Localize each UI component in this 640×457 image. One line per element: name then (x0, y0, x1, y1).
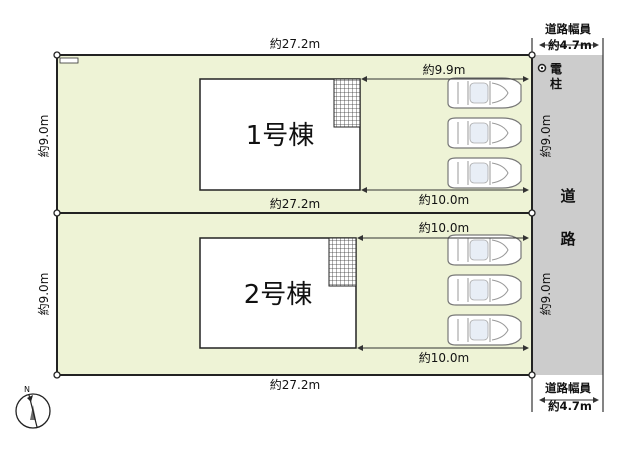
setback-bottom-2: 約10.0m (419, 350, 469, 365)
setback-top-1: 約9.9m (423, 62, 466, 77)
stair-2 (328, 237, 357, 287)
lot1-road-depth: 約9.0m (538, 115, 553, 158)
pole-label-1: 電 (550, 62, 562, 76)
plot-middle-width: 約27.2m (270, 196, 320, 211)
parking-car (447, 117, 522, 149)
road-width-title-top: 道路幅員 (545, 22, 591, 36)
stair-1 (333, 78, 361, 128)
parking-car (447, 157, 522, 189)
plot-bottom-width: 約27.2m (270, 377, 320, 392)
road-width-title-bottom: 道路幅員 (545, 381, 591, 395)
lot2-road-depth: 約9.0m (538, 273, 553, 316)
road-label-char-2: 路 (560, 230, 576, 248)
pole-label-2: 柱 (550, 76, 562, 91)
lot2-depth: 約9.0m (36, 273, 51, 316)
boundary-corners (53, 51, 536, 379)
road (532, 55, 603, 375)
building-2-label: 2号棟 (244, 280, 313, 310)
building-1-label: 1号棟 (246, 121, 315, 151)
road-width-value-top: 約4.7m (548, 38, 592, 52)
plot-top-width: 約27.2m (270, 36, 320, 51)
north-arrow-icon (15, 393, 51, 429)
setback-bottom-1: 約10.0m (419, 192, 469, 207)
setback-top-2: 約10.0m (419, 220, 469, 235)
lot1-depth: 約9.0m (36, 115, 51, 158)
utility-pole-core (540, 66, 544, 70)
road-width-value-bottom: 約4.7m (548, 399, 592, 413)
boundary-marker (59, 57, 79, 64)
parking-car (447, 274, 522, 306)
compass-north: N (24, 385, 30, 394)
building-1 (199, 78, 361, 191)
parking-car (447, 77, 522, 109)
road-label-char-1: 道 (560, 187, 575, 205)
parking-car (447, 234, 522, 266)
parking-car (447, 314, 522, 346)
